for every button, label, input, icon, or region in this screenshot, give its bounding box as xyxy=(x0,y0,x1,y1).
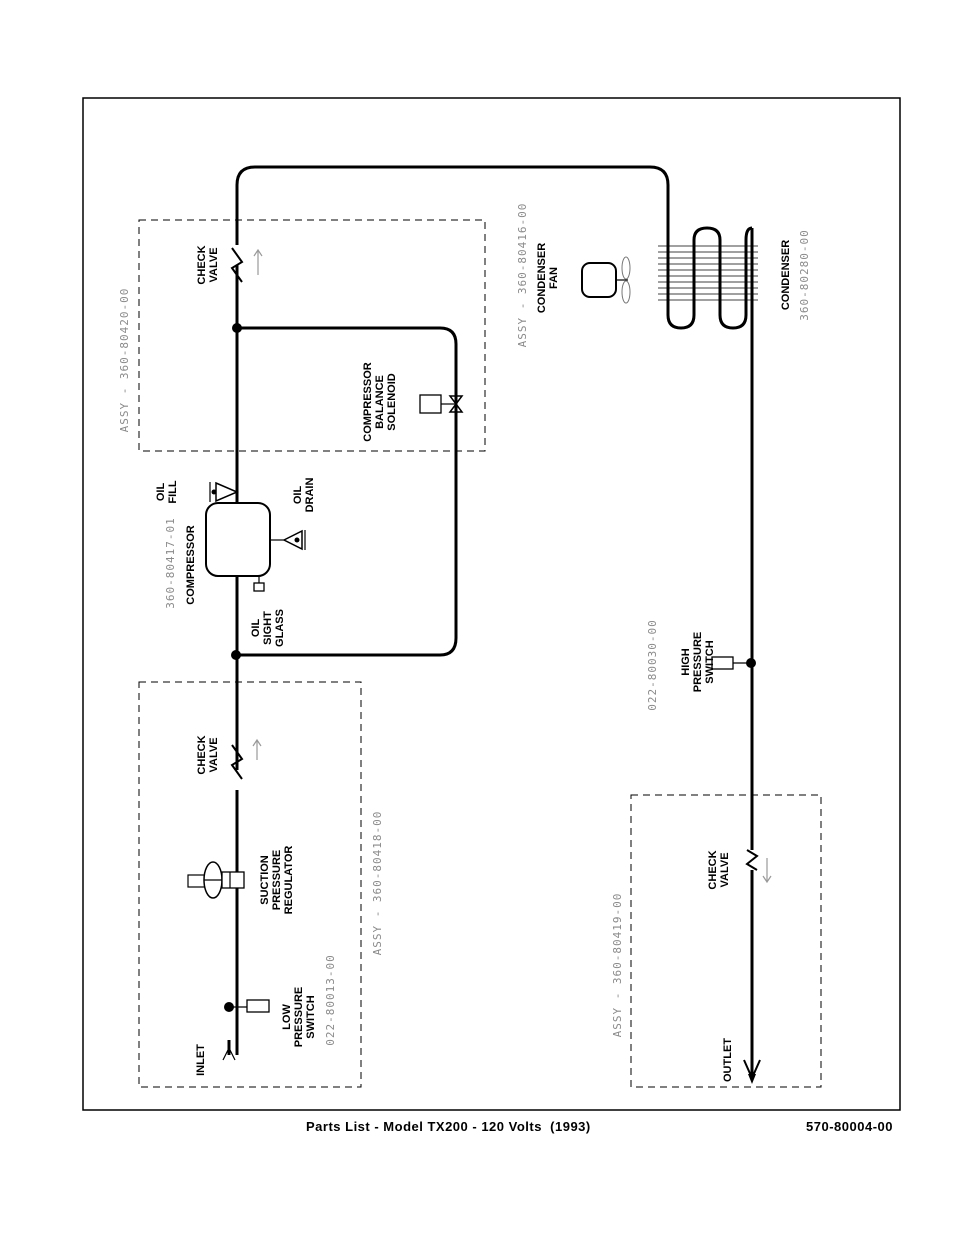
label-sight-glass-3: GLASS xyxy=(274,609,286,647)
flow-arrow-suction xyxy=(252,738,262,760)
assy-label-condenser-fan: ASSY - 360-80416-00 xyxy=(516,203,529,348)
label-solenoid-2: BALANCE xyxy=(374,375,386,429)
label-compressor: COMPRESSOR xyxy=(185,525,197,605)
bypass-line xyxy=(237,326,458,657)
label-high-pressure-3: SWITCH xyxy=(704,640,716,683)
label-low-pressure-1: LOW xyxy=(281,1004,293,1030)
label-inlet: INLET xyxy=(195,1044,207,1076)
label-oil-drain-2: DRAIN xyxy=(304,478,316,513)
label-condenser-fan-1: CONDENSER xyxy=(536,243,548,313)
label-check-suction-1: CHECK xyxy=(196,735,208,774)
label-oil-drain-1: OIL xyxy=(292,486,304,505)
label-low-pressure-2: PRESSURE xyxy=(293,987,305,1048)
assy-box-suction xyxy=(138,681,362,1088)
assy-box-outlet xyxy=(630,794,822,1088)
inlet-fitting xyxy=(222,1046,236,1061)
solenoid-valve-symbol xyxy=(448,395,464,413)
footer-title: Parts List - Model TX200 - 120 Volts (19… xyxy=(306,1119,591,1134)
label-check-discharge-2: VALVE xyxy=(208,247,220,282)
label-check-suction-2: VALVE xyxy=(208,737,220,772)
label-condenser: CONDENSER xyxy=(780,240,792,310)
label-suction-3: REGULATOR xyxy=(283,846,295,915)
label-condenser-fan-2: FAN xyxy=(548,267,560,289)
label-oil-fill-1: OIL xyxy=(155,483,167,502)
part-number-high-pressure: 022-80030-00 xyxy=(646,619,659,710)
fan-blade-icon xyxy=(621,256,631,280)
condenser-fan-motor-symbol xyxy=(581,262,617,298)
flow-arrow-discharge xyxy=(253,248,263,275)
label-low-pressure-3: SWITCH xyxy=(305,995,317,1038)
label-suction-1: SUCTION xyxy=(259,855,271,905)
check-valve-suction-symbol xyxy=(230,744,244,780)
label-check-outlet-1: CHECK xyxy=(707,850,719,889)
check-valve-outlet-symbol xyxy=(745,849,759,871)
part-number-condenser: 360-80280-00 xyxy=(798,229,811,320)
junction-top xyxy=(232,323,242,333)
label-check-discharge-1: CHECK xyxy=(196,245,208,284)
condenser-coil xyxy=(658,226,758,660)
label-sight-glass-2: SIGHT xyxy=(262,611,274,645)
label-check-outlet-2: VALVE xyxy=(719,852,731,887)
label-solenoid-1: COMPRESSOR xyxy=(362,362,374,442)
check-valve-discharge-symbol xyxy=(230,247,244,283)
compressor-symbol xyxy=(205,502,271,577)
solenoid-coil-symbol xyxy=(419,394,442,414)
label-solenoid-3: SOLENOID xyxy=(386,373,398,431)
part-number-low-pressure: 022-80013-00 xyxy=(324,954,337,1045)
assy-label-discharge: ASSY - 360-80420-00 xyxy=(118,288,131,433)
label-outlet: OUTLET xyxy=(722,1038,734,1082)
main-line xyxy=(235,165,670,1055)
label-oil-fill-2: FILL xyxy=(167,480,179,503)
label-high-pressure-2: PRESSURE xyxy=(692,632,704,693)
label-high-pressure-1: HIGH xyxy=(680,648,692,676)
footer-doc-number: 570-80004-00 xyxy=(806,1119,893,1134)
flow-arrow-outlet xyxy=(762,858,772,884)
diagram-border xyxy=(82,97,901,1111)
low-pressure-switch-symbol xyxy=(246,999,270,1013)
oil-drain-symbol xyxy=(282,529,303,551)
assy-label-outlet: ASSY - 360-80419-00 xyxy=(611,893,624,1038)
label-suction-2: PRESSURE xyxy=(271,850,283,911)
part-number-compressor: 360-80417-01 xyxy=(164,517,177,608)
oil-fill-symbol xyxy=(215,481,239,503)
junction-bottom xyxy=(231,650,241,660)
assy-label-suction: ASSY - 360-80418-00 xyxy=(371,811,384,956)
label-sight-glass-1: OIL xyxy=(250,619,262,638)
oil-sight-glass-symbol xyxy=(253,582,265,592)
high-pressure-switch-symbol xyxy=(711,656,734,670)
assy-box-discharge xyxy=(138,219,486,452)
